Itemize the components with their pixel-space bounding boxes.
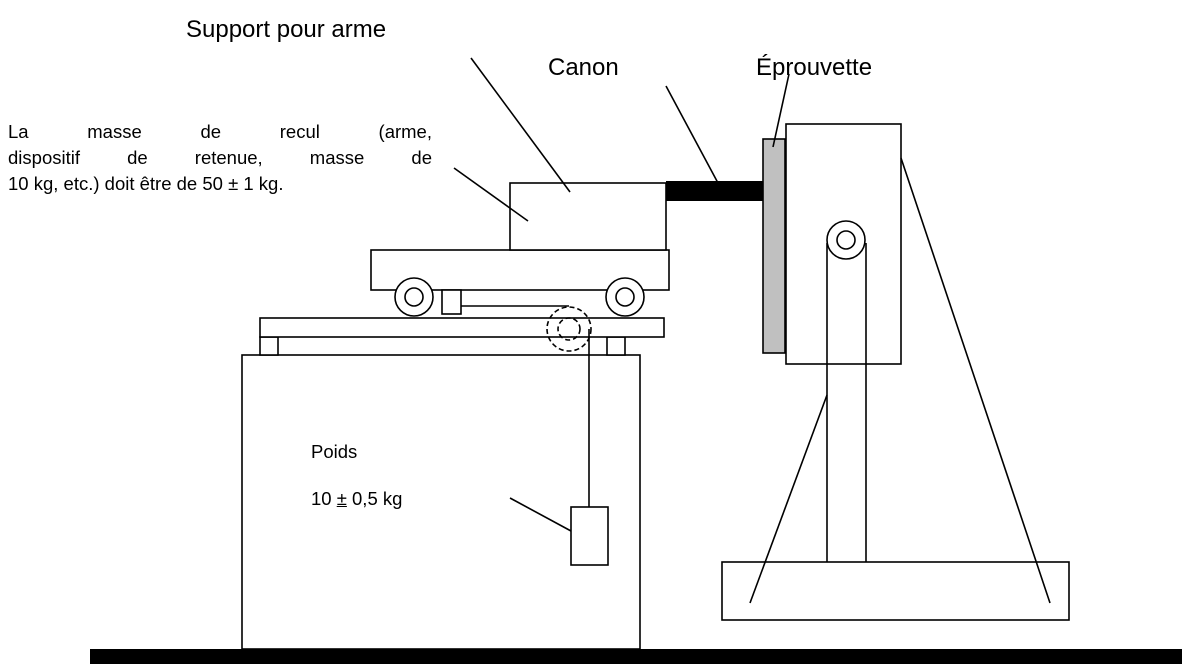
barrel — [666, 181, 763, 201]
pulley — [546, 306, 592, 352]
label-canon: Canon — [548, 54, 619, 81]
platform-plate — [259, 317, 665, 338]
leader-canon — [665, 85, 719, 184]
label-poids: Poids — [311, 441, 358, 462]
stand-base — [721, 561, 1070, 621]
poids-tolerance: 0,5 kg — [346, 488, 403, 509]
cable-clamp — [441, 289, 462, 315]
carriage-wheel-right — [605, 277, 645, 317]
leader-poids — [509, 497, 572, 532]
stand-brace-left — [749, 394, 828, 604]
carriage-wheel-left — [394, 277, 434, 317]
platform-foot-right — [606, 336, 626, 356]
recoil-mass-line-3: 10 kg, etc.) doit être de 50 ± 1 kg. — [8, 173, 284, 194]
base-block — [241, 354, 641, 650]
label-support: Support pour arme — [186, 16, 387, 43]
poids-number: 10 — [311, 488, 332, 509]
leader-eprouvette — [772, 73, 790, 148]
recoil-mass-line-1: La masse de recul (arme, — [8, 121, 432, 142]
pivot — [826, 220, 866, 260]
label-recoil-mass: La masse de recul (arme, dispositif de r… — [8, 119, 432, 197]
label-eprouvette: Éprouvette — [756, 54, 873, 81]
leader-support — [470, 57, 571, 193]
floor-slab — [90, 649, 1182, 664]
leader-masse — [453, 167, 529, 222]
poids-plus-minus: ± — [336, 488, 347, 509]
specimen — [762, 138, 786, 354]
label-poids-value: 10 ± 0,5 kg — [311, 488, 403, 509]
stand-brace-right — [900, 157, 1051, 604]
weapon-support — [509, 182, 667, 251]
platform-foot-left — [259, 336, 279, 356]
recoil-mass-line-2: dispositif de retenue, masse de — [8, 147, 432, 168]
weight-block — [570, 506, 609, 566]
